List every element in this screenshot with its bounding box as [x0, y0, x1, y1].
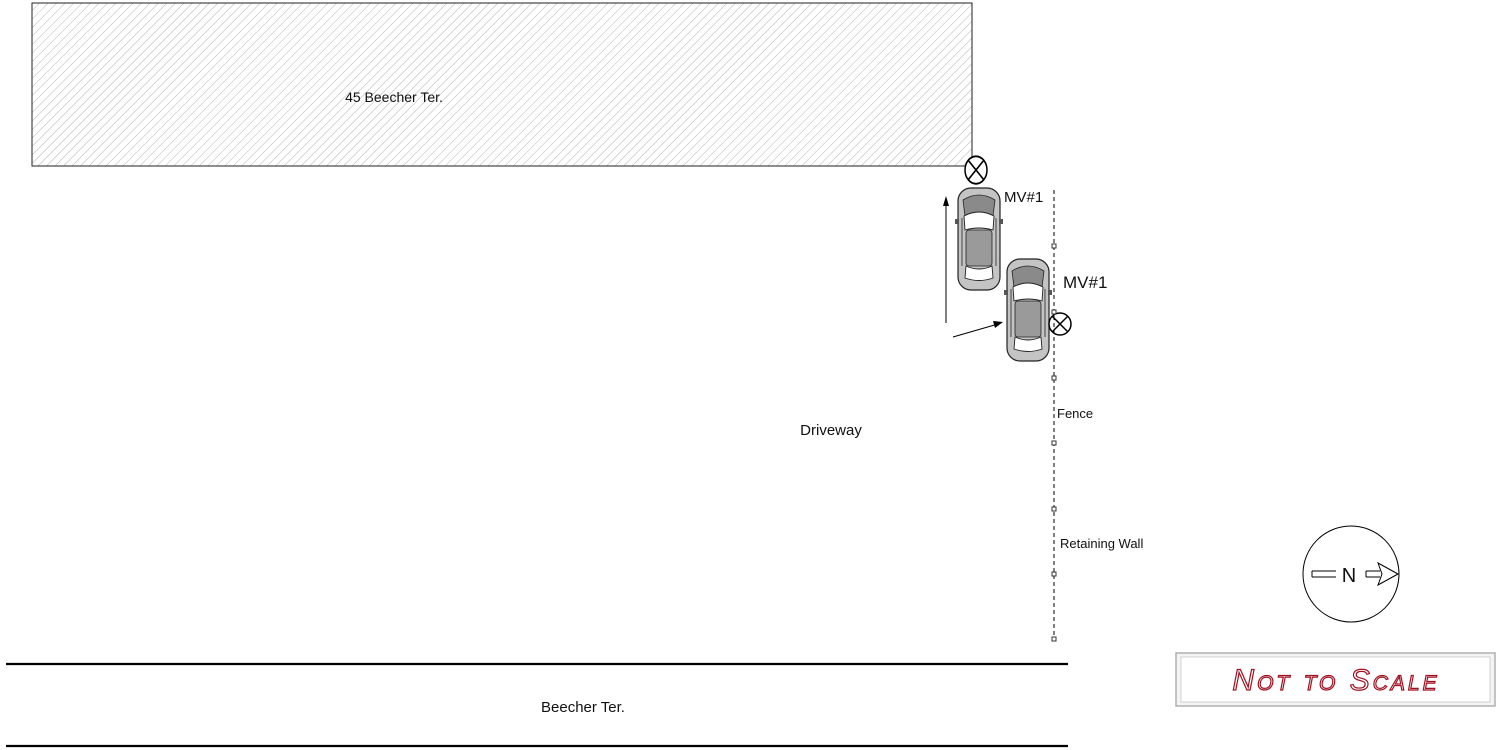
not-to-scale-label: Not to Scale [1232, 664, 1439, 697]
impact-marker-upper-icon [964, 155, 988, 185]
vehicle-lower-label: MV#1 [1063, 273, 1107, 292]
building-label: 45 Beecher Ter. [345, 89, 443, 105]
vehicle-upper [954, 187, 1004, 291]
direction-arrow-diagonal-icon [952, 321, 1003, 338]
vehicle-lower [1003, 258, 1053, 362]
not-to-scale-stamp: Not to Scale [1175, 652, 1496, 707]
street-label: Beecher Ter. [541, 699, 625, 716]
driveway-label: Driveway [800, 422, 862, 439]
fence-line [1051, 190, 1057, 642]
impact-marker-lower-icon [1048, 312, 1072, 336]
direction-arrow-north-icon [943, 196, 949, 323]
compass-label: N [1342, 565, 1356, 587]
compass-north-arrow-icon [1302, 525, 1400, 623]
building-45-beecher: 45 Beecher Ter. [31, 2, 973, 167]
fence-label: Fence [1057, 406, 1093, 421]
retaining-wall-label: Retaining Wall [1060, 536, 1143, 551]
vehicle-upper-label: MV#1 [1004, 189, 1043, 206]
street-beecher-ter [6, 662, 1068, 748]
